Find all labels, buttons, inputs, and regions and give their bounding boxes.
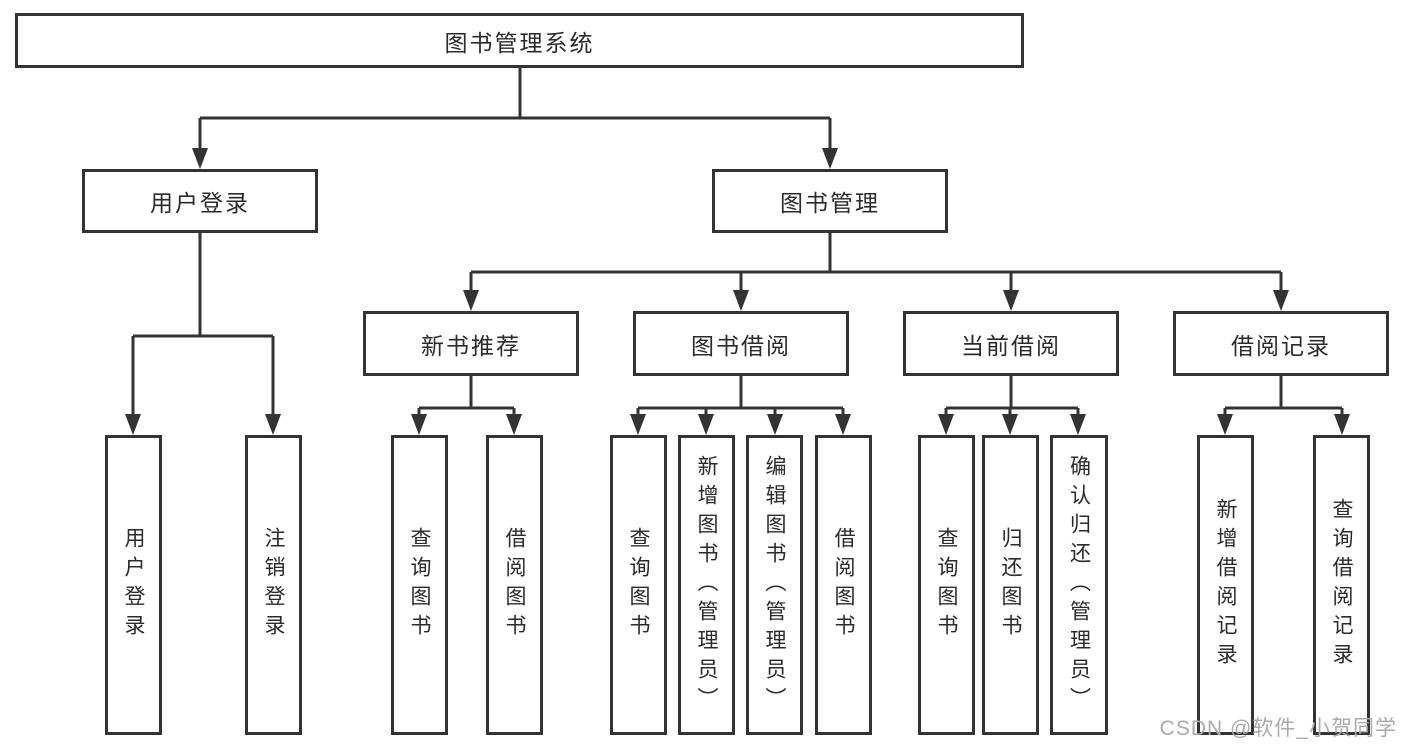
leaf-query-books-recommend: 查询图书 bbox=[391, 435, 448, 735]
leaf-label: 编辑图书（管理员） bbox=[763, 454, 786, 716]
leaf-label: 归还图书 bbox=[999, 527, 1022, 643]
leaf-label: 查询图书 bbox=[408, 527, 431, 643]
node-current-borrowing: 当前借阅 bbox=[903, 311, 1119, 376]
leaf-label: 查询借阅记录 bbox=[1330, 498, 1353, 672]
node-label: 图书管理系统 bbox=[444, 29, 595, 56]
leaf-edit-book-admin: 编辑图书（管理员） bbox=[746, 435, 803, 735]
node-new-book-recommend: 新书推荐 bbox=[363, 311, 579, 376]
leaf-label: 新增图书（管理员） bbox=[695, 454, 718, 716]
node-borrow-records: 借阅记录 bbox=[1173, 311, 1389, 376]
arrowheads bbox=[125, 148, 1350, 435]
leaf-return-books: 归还图书 bbox=[982, 435, 1039, 735]
leaf-user-login: 用户登录 bbox=[105, 435, 162, 735]
leaf-query-books-borrowing: 查询图书 bbox=[610, 435, 667, 735]
leaf-label: 新增借阅记录 bbox=[1214, 498, 1237, 672]
connector-shafts bbox=[131, 68, 1344, 418]
node-book-management: 图书管理 bbox=[712, 169, 948, 233]
node-user-login: 用户登录 bbox=[82, 169, 318, 233]
node-label: 当前借阅 bbox=[961, 332, 1061, 359]
leaf-add-borrow-record: 新增借阅记录 bbox=[1197, 435, 1254, 735]
node-label: 用户登录 bbox=[150, 190, 250, 216]
node-book-borrowing: 图书借阅 bbox=[633, 311, 849, 376]
leaf-label: 用户登录 bbox=[122, 527, 145, 643]
leaf-label: 查询图书 bbox=[627, 527, 650, 643]
leaf-logout: 注销登录 bbox=[245, 435, 302, 735]
leaf-label: 查询图书 bbox=[935, 527, 958, 643]
csdn-watermark: CSDN @软件_小贺同学 bbox=[1159, 717, 1397, 740]
leaf-label: 借阅图书 bbox=[832, 527, 855, 643]
leaf-borrow-books-recommend: 借阅图书 bbox=[486, 435, 543, 735]
leaf-label: 确认归还（管理员） bbox=[1067, 454, 1091, 716]
leaf-add-book-admin: 新增图书（管理员） bbox=[678, 435, 735, 735]
leaf-query-books-current: 查询图书 bbox=[918, 435, 975, 735]
leaf-confirm-return-admin: 确认归还（管理员） bbox=[1050, 435, 1108, 735]
node-library-management-system: 图书管理系统 bbox=[15, 13, 1024, 68]
leaf-borrow-books-borrowing: 借阅图书 bbox=[815, 435, 872, 735]
leaf-query-borrow-record: 查询借阅记录 bbox=[1313, 435, 1370, 735]
node-label: 图书管理 bbox=[780, 190, 880, 216]
leaf-label: 借阅图书 bbox=[503, 527, 526, 643]
node-label: 图书借阅 bbox=[691, 332, 791, 359]
node-label: 新书推荐 bbox=[421, 332, 521, 359]
leaf-label: 注销登录 bbox=[262, 527, 285, 643]
node-label: 借阅记录 bbox=[1231, 332, 1331, 359]
